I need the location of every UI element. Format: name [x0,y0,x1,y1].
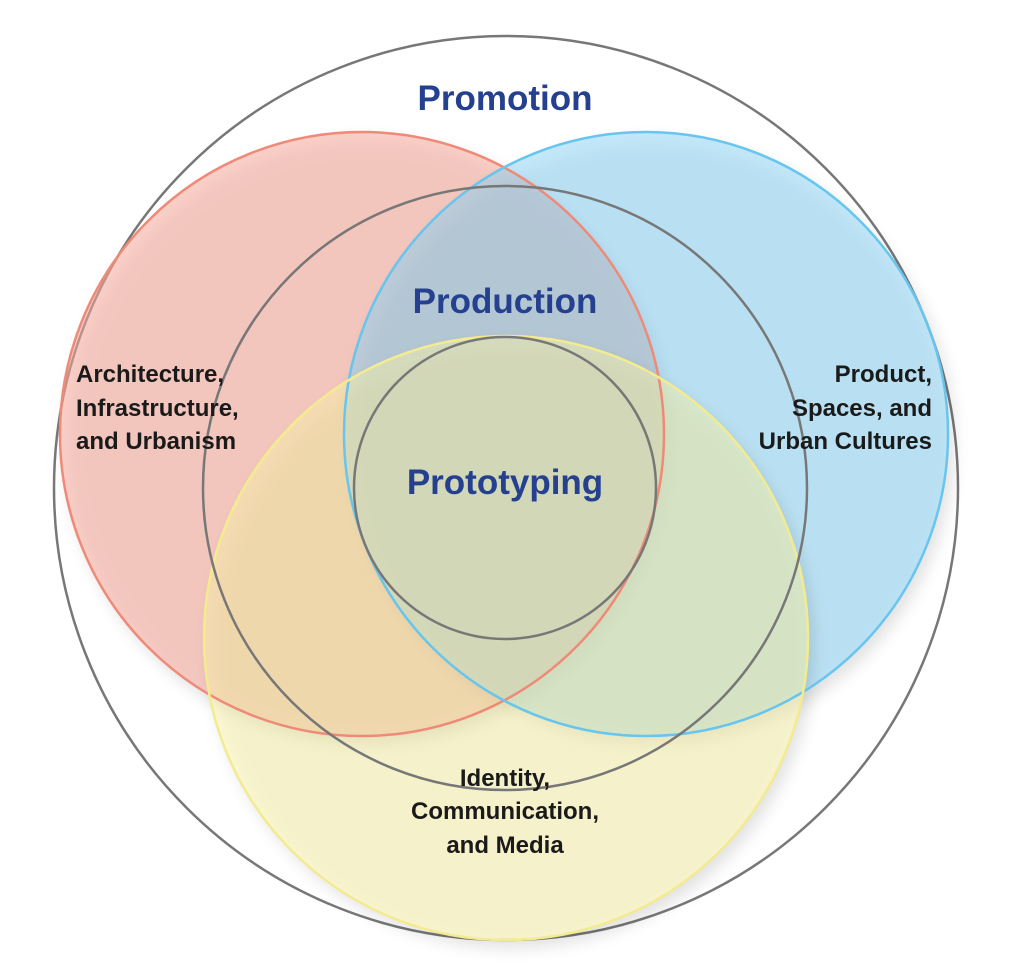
production-label: Production [413,282,598,321]
prototyping-ring [352,335,658,641]
prototyping-label: Prototyping [407,463,603,502]
svg-text:Architecture,: Architecture, [76,361,224,388]
svg-text:Identity,: Identity, [460,765,550,792]
svg-text:Infrastructure,: Infrastructure, [76,395,239,422]
identity-label: Identity, Communication, and Media [411,765,599,859]
svg-text:Product,: Product, [835,361,932,388]
product-label: Product, Spaces, and Urban Cultures [759,361,932,455]
architecture-circle-outline [58,130,666,738]
svg-text:Urban Cultures: Urban Cultures [759,428,932,455]
production-ring [201,184,809,792]
svg-text:and Media: and Media [446,832,564,859]
architecture-label: Architecture, Infrastructure, and Urbani… [76,361,239,455]
svg-text:Spaces, and: Spaces, and [792,395,932,422]
product-circle-outline [342,130,950,738]
svg-text:and Urbanism: and Urbanism [76,428,236,455]
svg-text:Communication,: Communication, [411,798,599,825]
promotion-label: Promotion [418,79,593,118]
